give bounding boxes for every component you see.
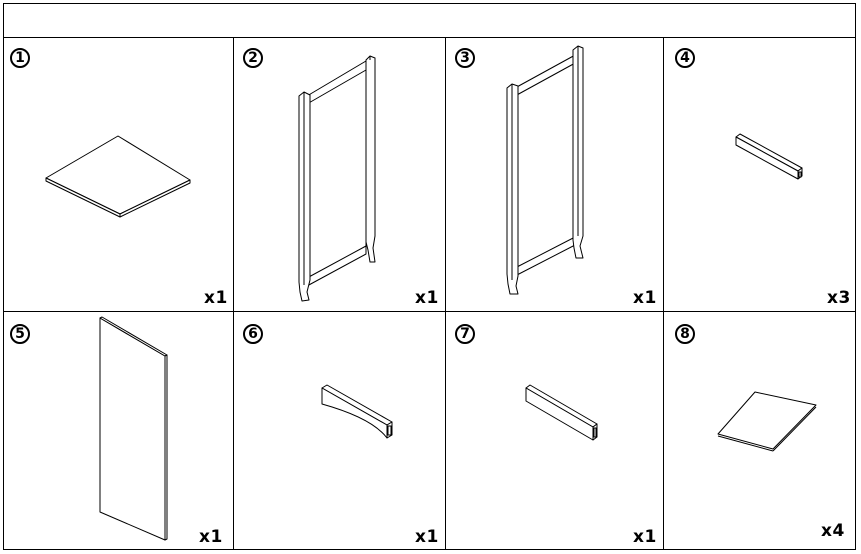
sheet-border [3, 3, 856, 550]
grid-divider [663, 38, 664, 550]
part-number-badge: 3 [455, 48, 475, 68]
side-frame-icon [506, 45, 584, 295]
part-quantity: x1 [415, 527, 439, 547]
shelf-board-icon [717, 391, 817, 452]
part-quantity: x1 [199, 527, 223, 547]
grid-divider [233, 38, 234, 550]
part-number-badge: 6 [243, 324, 263, 344]
header-bar [3, 3, 856, 38]
part-number-badge: 4 [675, 48, 695, 68]
rail-icon [735, 133, 803, 180]
part-quantity: x1 [204, 288, 228, 308]
back-panel-icon [99, 316, 168, 541]
straight-rail-icon [525, 384, 598, 441]
part-quantity: x4 [821, 521, 845, 541]
part-cell-7: 7 x1 [445, 311, 663, 550]
curved-rail-icon [321, 384, 393, 439]
part-cell-5: 5 x1 [3, 311, 233, 550]
part-quantity: x1 [633, 288, 657, 308]
part-cell-2: 2 x1 [233, 38, 445, 311]
part-cell-6: 6 x1 [233, 311, 445, 550]
side-frame-icon [298, 55, 376, 302]
grid-divider [3, 311, 856, 312]
part-cell-3: 3 x1 [445, 38, 663, 311]
part-number-badge: 2 [243, 48, 263, 68]
part-quantity: x1 [415, 288, 439, 308]
part-number-badge: 5 [10, 324, 30, 344]
part-cell-1: 1 x1 [3, 38, 233, 311]
part-cell-4: 4 x3 [663, 38, 856, 311]
part-quantity: x1 [633, 527, 657, 547]
part-quantity: x3 [827, 288, 851, 308]
part-cell-8: 8 x4 [663, 311, 856, 550]
square-panel-icon [45, 135, 191, 218]
grid-divider [445, 38, 446, 550]
part-number-badge: 1 [10, 48, 30, 68]
part-number-badge: 7 [455, 324, 475, 344]
part-number-badge: 8 [675, 324, 695, 344]
